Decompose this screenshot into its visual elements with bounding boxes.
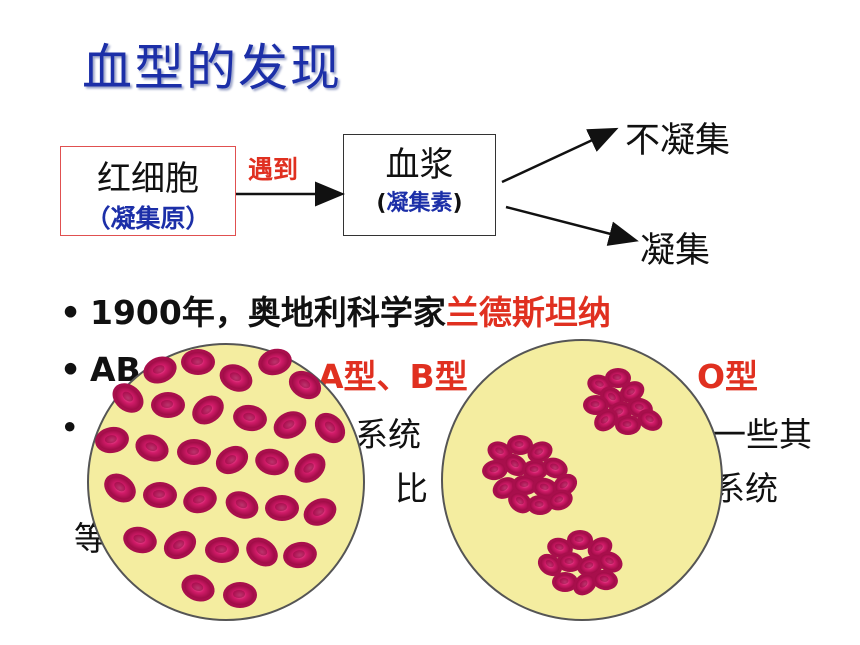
agglutinated-dish [441,339,723,621]
bullet-2: •AB [60,350,141,389]
page-title: 血型的发现 [82,39,342,97]
bullet-3: • [60,408,80,447]
plasma-box: 血浆 (凝集素) [343,134,496,236]
no-agglutination-arrow [501,127,619,184]
result-no-agglutination: 不凝集 [625,121,731,161]
meet-label: 遇到 [248,155,299,184]
agglutinogen-label: （凝集原） [85,204,211,233]
agglutination-arrow [505,205,639,246]
red-blood-cell-box: 红细胞 （凝集原） [60,146,236,236]
rbc-label: 红细胞 [97,159,199,199]
bullet-1: •1900年，奥地利科学家兰德斯坦纳 [60,293,611,332]
agglutinin-label: (凝集素) [376,191,463,216]
result-agglutination: 凝集 [640,231,711,271]
bullet-3-end: 一些其 [713,415,812,454]
plasma-label: 血浆 [385,145,454,185]
bullet-2-types: A型、B型 [318,357,468,396]
bullet-3-line2-mid: 比 [395,469,428,508]
bullet-2-type-o: O型 [697,357,759,396]
bullet-3-line2-end: 系统 [712,469,778,508]
bullet-3-mid: 系统 [355,415,421,454]
non-agglutinated-dish [87,343,365,621]
